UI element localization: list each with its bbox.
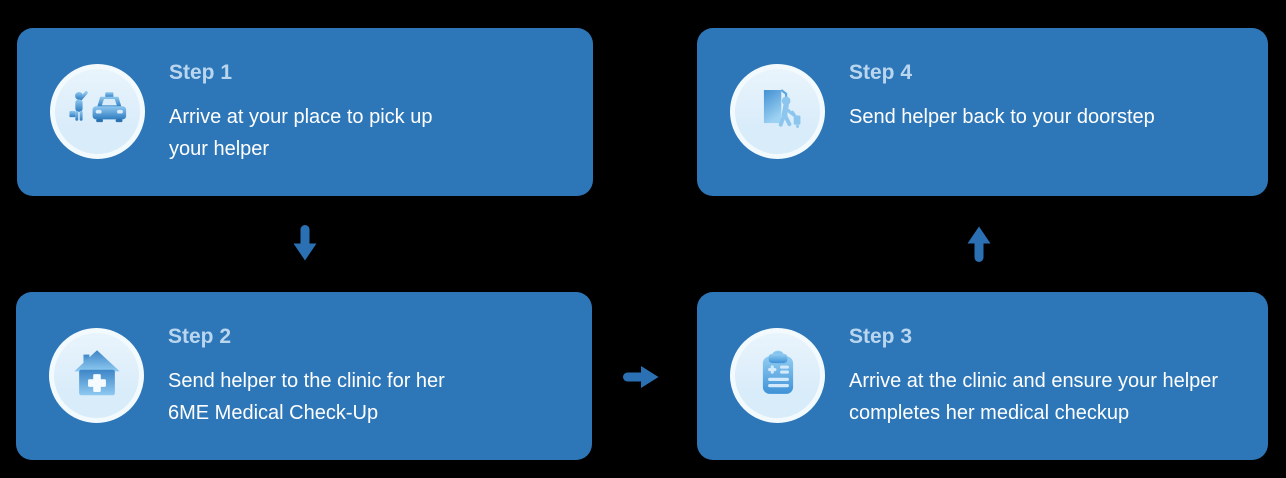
arrow-up-step3-to-step4-icon (965, 224, 993, 262)
arrow-down-step1-to-step2-icon (291, 225, 319, 263)
clinic-house-icon (71, 347, 123, 404)
step-1-title: Step 1 (169, 61, 233, 84)
step-3-title: Step 3 (849, 325, 913, 348)
step-4-icon-circle (730, 64, 825, 159)
medical-checkup-clipboard-icon (753, 348, 803, 403)
step-4-text: Step 4 Send helper back to your doorstep (849, 61, 1244, 133)
arrow-right-step2-to-step3-icon (623, 364, 661, 390)
step-3-icon-circle (730, 328, 825, 423)
step-2-card: Step 2 Send helper to the clinic for her… (16, 292, 592, 460)
step-1-description: Arrive at your place to pick up your hel… (169, 106, 433, 160)
step-1-icon-circle (50, 64, 145, 159)
person-hailing-taxi-icon (68, 89, 127, 134)
step-4-title: Step 4 (849, 61, 913, 84)
step-3-card: Step 3 Arrive at the clinic and ensure y… (697, 292, 1268, 460)
step-1-card: Step 1 Arrive at your place to pick up y… (17, 28, 593, 196)
step-3-description: Arrive at the clinic and ensure your hel… (849, 370, 1219, 424)
step-2-icon-circle (49, 328, 144, 423)
step-2-text: Step 2 Send helper to the clinic for her… (168, 325, 568, 429)
step-1-text: Step 1 Arrive at your place to pick up y… (169, 61, 569, 165)
step-2-title: Step 2 (168, 325, 232, 348)
helper-exit-door-icon (752, 83, 804, 140)
step-3-text: Step 3 Arrive at the clinic and ensure y… (849, 325, 1244, 429)
step-4-description: Send helper back to your doorstep (849, 106, 1155, 128)
step-4-card: Step 4 Send helper back to your doorstep (697, 28, 1268, 196)
step-2-description: Send helper to the clinic for her 6ME Me… (168, 370, 445, 424)
